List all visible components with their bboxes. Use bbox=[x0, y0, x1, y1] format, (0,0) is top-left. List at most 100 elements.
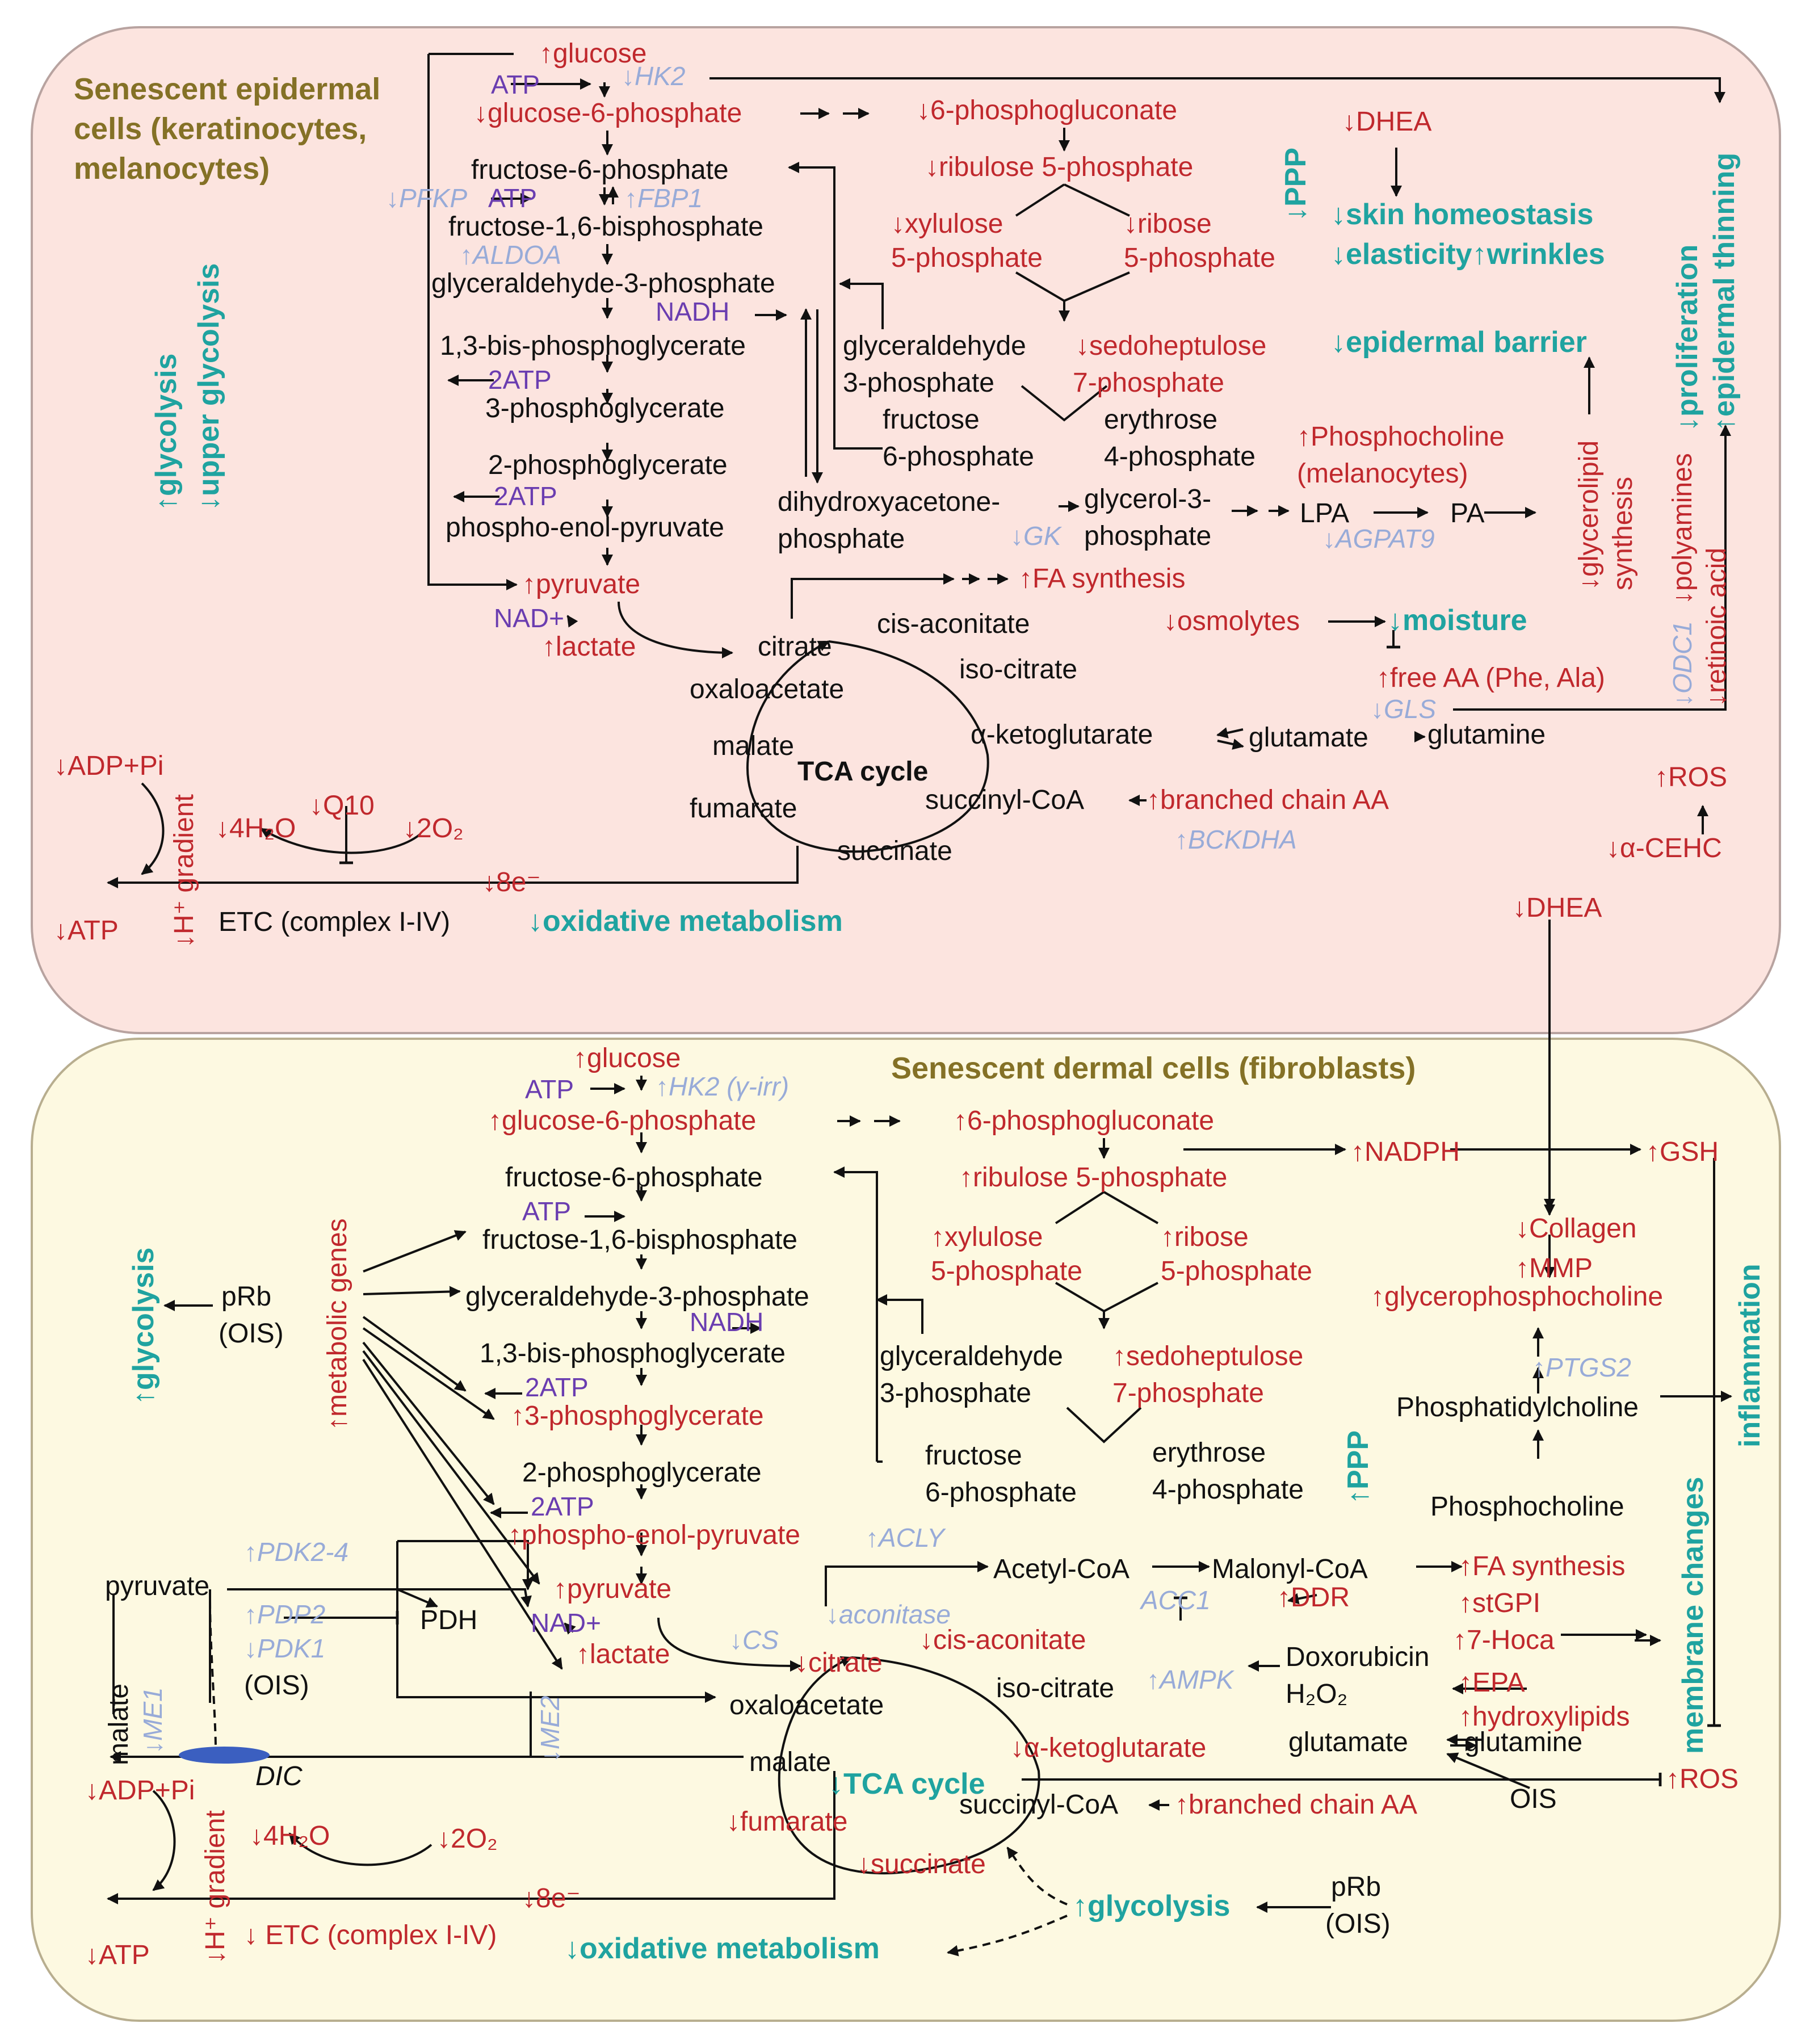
inflammation: inflammation bbox=[1733, 1264, 1766, 1447]
prb-right: pRb bbox=[1331, 1872, 1381, 1902]
oxaloacetate-bottom: oxaloacetate bbox=[729, 1690, 884, 1720]
retinoic-acid: ↓retinoic acid bbox=[1702, 548, 1732, 707]
ois-bottom: OIS bbox=[1510, 1784, 1557, 1814]
ribulose-5-phosphate-bottom: ↑ribulose 5-phosphate bbox=[959, 1162, 1227, 1193]
q10: ↓Q10 bbox=[309, 791, 375, 821]
two-atp-2-bottom: 2ATP bbox=[531, 1492, 594, 1521]
iso-citrate-bottom: iso-citrate bbox=[996, 1673, 1114, 1703]
fructose-6-phosphate: fructose-6-phosphate bbox=[471, 155, 729, 185]
ribose: ↓ribose bbox=[1124, 209, 1212, 239]
acc1-enzyme: ACC1 bbox=[1139, 1585, 1211, 1615]
phosphoenolpyruvate: phospho-enol-pyruvate bbox=[446, 513, 724, 543]
fumarate-top: fumarate bbox=[690, 794, 797, 824]
nadh: NADH bbox=[656, 297, 729, 326]
aconitase-enzyme: ↓aconitase bbox=[826, 1600, 951, 1629]
pyruvate: ↑pyruvate bbox=[522, 569, 640, 599]
malonyl-coa: Malonyl-CoA bbox=[1212, 1554, 1368, 1584]
me2-enzyme: ↓ME2 bbox=[535, 1695, 565, 1762]
epidermal-barrier: ↓epidermal barrier bbox=[1331, 326, 1587, 359]
dhap-line1: dihydroxyacetone- bbox=[778, 487, 1000, 517]
epidermal-title-line2: cells (keratinocytes, bbox=[74, 112, 367, 146]
succinyl-coa-top: succinyl-CoA bbox=[925, 785, 1084, 815]
top-arrows bbox=[107, 53, 1731, 1210]
dic-transporter bbox=[179, 1747, 270, 1764]
melanocytes-note: (melanocytes) bbox=[1297, 459, 1468, 489]
water-top: ↓4H₂O bbox=[216, 813, 296, 843]
oxidative-metabolism-top: ↓oxidative metabolism bbox=[528, 905, 843, 938]
iso-citrate-top: iso-citrate bbox=[959, 654, 1077, 685]
tca-cycle-top-ring bbox=[746, 640, 989, 853]
side-glycolysis-bottom: ↑glycolysis bbox=[127, 1248, 160, 1405]
atp-pfk-bottom: ATP bbox=[522, 1197, 571, 1226]
citrate-bottom: ↓citrate bbox=[795, 1648, 883, 1678]
electrons-top: ↓8e⁻ bbox=[482, 867, 541, 897]
bckdha-enzyme: ↑BCKDHA bbox=[1175, 825, 1297, 854]
ppp-glyceraldehyde: glyceraldehyde bbox=[843, 331, 1026, 361]
ppp-label-bottom: ↑PPP bbox=[1342, 1430, 1375, 1504]
cis-aconitate-bottom: ↓cis-aconitate bbox=[919, 1625, 1086, 1655]
glutamate-bottom: glutamate bbox=[1288, 1727, 1408, 1757]
lactate: ↑lactate bbox=[542, 632, 636, 662]
oxygen-bottom: ↓2O₂ bbox=[437, 1824, 498, 1854]
proliferation: ↓proliferation bbox=[1671, 245, 1704, 431]
tca-cycle-top: TCA cycle bbox=[797, 757, 928, 787]
phosphocholine-top: ↑Phosphocholine bbox=[1297, 422, 1505, 452]
oxidative-metabolism-bottom: ↓oxidative metabolism bbox=[565, 1932, 880, 1965]
epidermal-panel bbox=[31, 26, 1781, 1034]
gls-enzyme: ↓GLS bbox=[1371, 694, 1436, 724]
etc-bottom: ↓ ETC (complex I-IV) bbox=[244, 1920, 497, 1950]
glycerophosphocholine: ↑glycerophosphocholine bbox=[1371, 1282, 1663, 1312]
alpha-ketoglutarate-top: α-ketoglutarate bbox=[971, 720, 1153, 750]
oxygen-top: ↓2O₂ bbox=[403, 813, 464, 843]
hk2-enzyme-bottom: ↑HK2 (γ-irr) bbox=[656, 1072, 789, 1101]
xylulose-5-phosphate: 5-phosphate bbox=[891, 243, 1043, 273]
hydroxylipids: ↑hydroxylipids bbox=[1459, 1702, 1630, 1732]
glucose-6-phosphate: ↓glucose-6-phosphate bbox=[474, 98, 742, 128]
bisphosphoglycerate: 1,3-bis-phosphoglycerate bbox=[440, 331, 746, 361]
dic-label: DIC bbox=[255, 1761, 303, 1791]
atp-hexokinase: ATP bbox=[491, 70, 540, 99]
glycerolipid-label: ↓glycerolipid bbox=[1574, 440, 1604, 590]
glycerol-3p-line1: glycerol-3- bbox=[1084, 484, 1211, 514]
3-phosphoglycerate: 3-phosphoglycerate bbox=[485, 393, 725, 423]
oxaloacetate-top: oxaloacetate bbox=[690, 674, 844, 704]
branched-chain-aa-top: ↑branched chain AA bbox=[1147, 785, 1389, 815]
glyceraldehyde-3-phosphate: glyceraldehyde-3-phosphate bbox=[431, 268, 775, 299]
doxorubicin: Doxorubicin bbox=[1286, 1642, 1429, 1672]
malate-left: malate bbox=[104, 1684, 134, 1765]
atp-output-top: ↓ATP bbox=[54, 916, 119, 946]
glucose: ↑glucose bbox=[539, 39, 646, 69]
glycerol-3p-line2: phosphate bbox=[1084, 521, 1211, 551]
epidermal-title-line1: Senescent epidermal bbox=[74, 72, 380, 106]
tca-cycle-bottom-ring bbox=[778, 1656, 1040, 1875]
nadph: ↑NADPH bbox=[1351, 1137, 1460, 1167]
water-bottom: ↓4H₂O bbox=[250, 1821, 330, 1851]
ppp-label: ↓PPP bbox=[1279, 148, 1312, 221]
ddr: ↑DDR bbox=[1277, 1583, 1350, 1613]
ppp-glyceraldehyde-3p: 3-phosphate bbox=[843, 368, 994, 398]
6-phosphogluconate: ↓6-phosphogluconate bbox=[917, 95, 1177, 125]
collagen: ↓Collagen bbox=[1515, 1214, 1636, 1244]
acly-enzyme: ↑ACLY bbox=[866, 1523, 946, 1552]
fbp1-enzyme: ↑FBP1 bbox=[624, 183, 703, 213]
glucose-bottom: ↑glucose bbox=[573, 1043, 681, 1073]
elasticity-wrinkles: ↓elasticity↑wrinkles bbox=[1331, 238, 1605, 271]
gsh: ↑GSH bbox=[1646, 1137, 1719, 1167]
erythrose-bottom: erythrose bbox=[1152, 1438, 1266, 1468]
cs-enzyme: ↓CS bbox=[729, 1625, 779, 1655]
ribose-5-phosphate: 5-phosphate bbox=[1124, 243, 1275, 273]
proton-gradient-top: ↓H⁺ gradient bbox=[169, 794, 199, 948]
free-amino-acids: ↑free AA (Phe, Ala) bbox=[1376, 663, 1605, 693]
ppp-glyceraldehyde-bottom: glyceraldehyde bbox=[880, 1341, 1063, 1371]
dhea-top: ↓DHEA bbox=[1342, 107, 1431, 137]
glucose-6-phosphate-bottom: ↑glucose-6-phosphate bbox=[488, 1106, 756, 1136]
glutamate-top: glutamate bbox=[1249, 723, 1368, 753]
dhap-line2: phosphate bbox=[778, 524, 905, 554]
epidermal-thinning: ↑epidermal thinning bbox=[1708, 153, 1741, 431]
alpha-ketoglutarate-bottom: ↓α-ketoglutarate bbox=[1010, 1733, 1206, 1763]
pyruvate-left: pyruvate bbox=[105, 1571, 209, 1601]
nadh-bottom: NADH bbox=[690, 1307, 763, 1337]
xylulose-5p-bottom: 5-phosphate bbox=[931, 1256, 1082, 1286]
lpa: LPA bbox=[1300, 498, 1349, 528]
